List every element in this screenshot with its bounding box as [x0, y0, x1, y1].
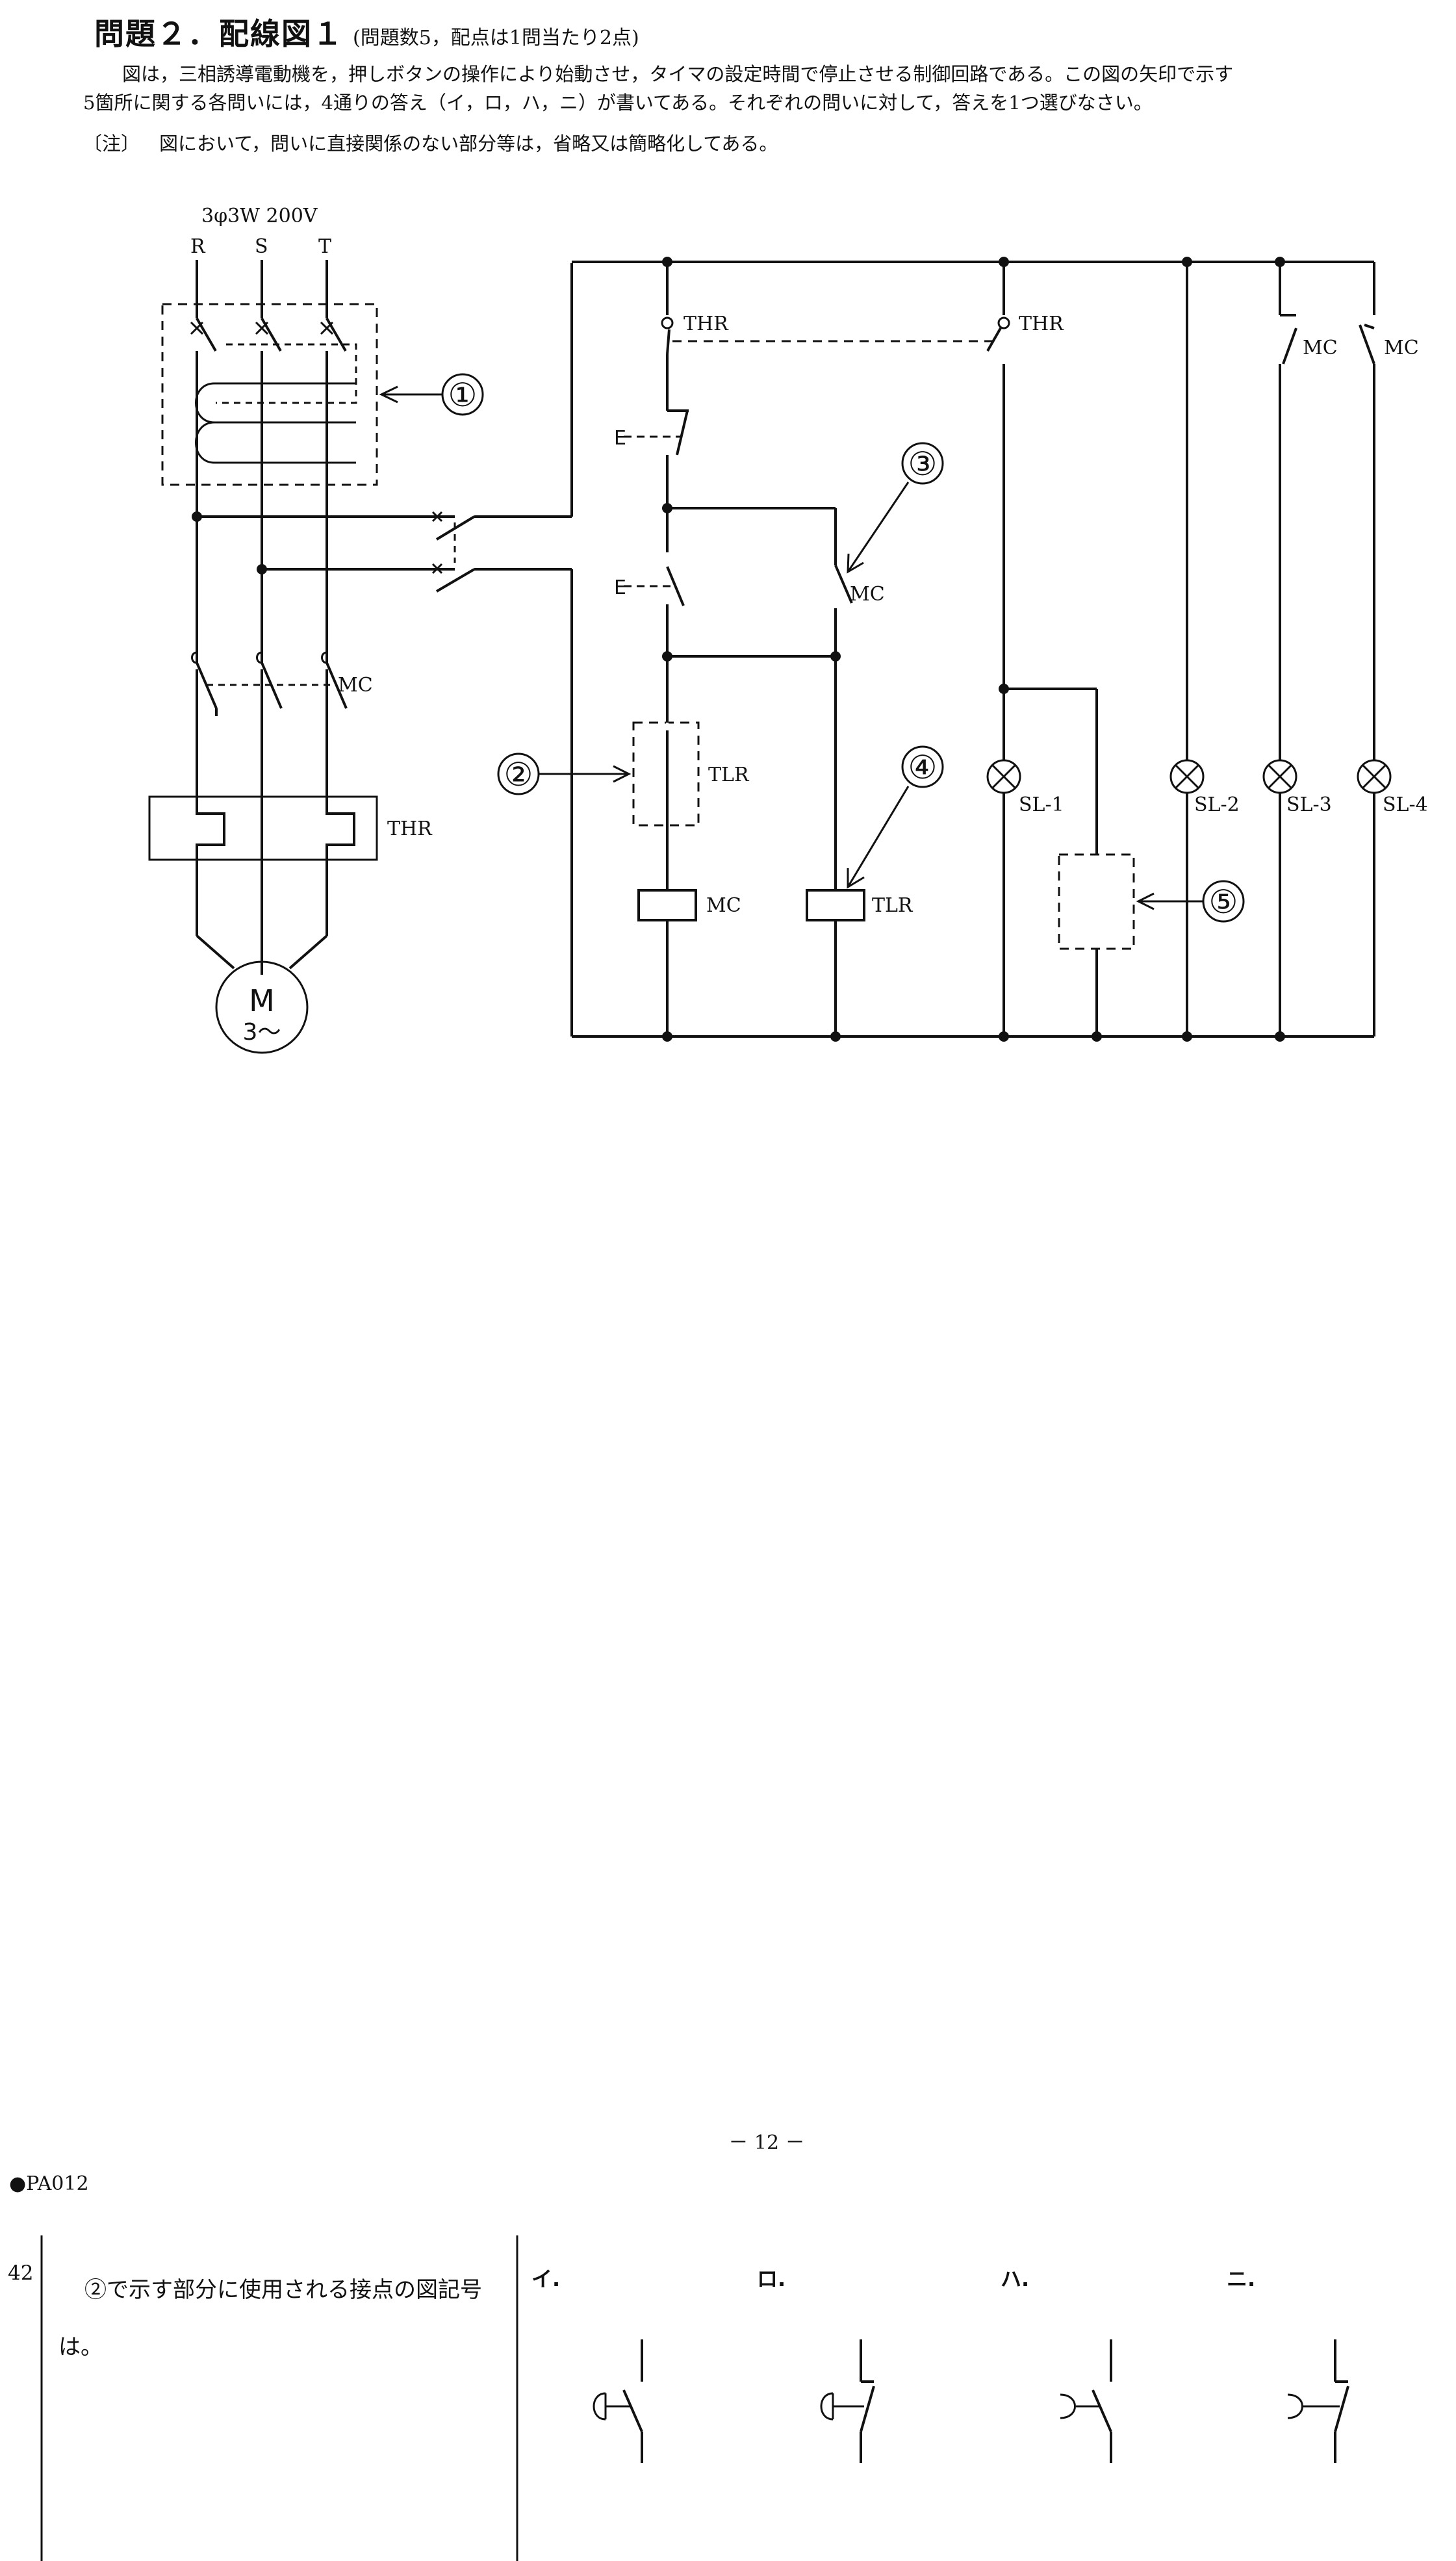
arrow-5 — [1136, 892, 1203, 910]
sl-3-label: SL-3 — [1286, 793, 1332, 816]
option-ni-symbol[interactable] — [1287, 2339, 1349, 2463]
marker-3-circle — [901, 442, 944, 485]
marker-4: ④ — [908, 749, 938, 786]
arrow-4 — [847, 786, 910, 889]
tlr-label-coil: TLR — [872, 894, 913, 917]
note-label: 〔注〕 — [83, 133, 140, 155]
title-subtitle: (問題数5，配点は1問当たり2点) — [353, 27, 639, 49]
lamp-sl-4 — [1357, 759, 1392, 794]
marker-5-circle — [1202, 880, 1245, 923]
page-number: － 12 － — [728, 2131, 805, 2154]
note-text: 図において，問いに直接関係のない部分等は，省略又は簡略化してある。 — [159, 133, 778, 155]
question-table — [40, 2235, 518, 2561]
sl-4-label: SL-4 — [1383, 793, 1428, 816]
option-i-label[interactable]: イ. — [531, 2267, 561, 2291]
mc-label-aux-1: MC — [1303, 337, 1338, 359]
option-ha-label[interactable]: ハ. — [1001, 2267, 1030, 2291]
mc-label-selfhold: MC — [850, 583, 885, 606]
arrow-2 — [539, 765, 632, 783]
tlr-coil — [806, 889, 865, 921]
marker-4-circle — [901, 745, 944, 788]
marker-2: ② — [504, 756, 533, 793]
main-circuit-wires — [196, 260, 347, 799]
marker-1-circle — [441, 373, 484, 416]
question-number: 42 — [8, 2261, 34, 2285]
motor-symbol: M — [249, 983, 275, 1018]
mc-label-aux-2: MC — [1384, 337, 1419, 359]
junction — [830, 651, 841, 662]
marker-5: ⑤ — [1209, 883, 1238, 921]
phase-r-label: R — [190, 235, 206, 258]
marker-5-dashed-box — [1058, 853, 1135, 950]
wiring-diagram: 3φ3W 200V R S T ① — [148, 205, 1428, 1054]
thr-heaters — [196, 797, 355, 975]
phase-s-label: S — [255, 235, 268, 258]
control-branch-5 — [1279, 262, 1297, 1036]
option-i-symbol[interactable] — [593, 2339, 643, 2463]
mc-main-contacts — [191, 651, 348, 716]
arrow-1 — [379, 385, 442, 404]
option-ha-symbol[interactable] — [1060, 2339, 1112, 2463]
option-ro-label[interactable]: ロ. — [757, 2267, 786, 2291]
title-main: 問題２．配線図１ — [94, 16, 344, 51]
option-ro-symbol[interactable] — [820, 2339, 875, 2463]
control-branch-1 — [624, 262, 689, 1036]
exam-code: ●PA012 — [9, 2172, 89, 2195]
motor-circle — [215, 960, 309, 1054]
control-branch-6 — [1359, 262, 1375, 1036]
phase-t-label: T — [318, 235, 331, 258]
answer-symbols — [593, 2339, 1349, 2463]
thr-label-nc: THR — [683, 313, 729, 335]
sl-2-label: SL-2 — [1194, 793, 1240, 816]
breaker-dashed-box — [161, 303, 378, 486]
control-branch-3 — [986, 262, 1098, 1036]
lamp-sl-1 — [986, 759, 1021, 794]
thr-label-no: THR — [1019, 313, 1064, 335]
question-text: ②で示す部分に使用される接点の図記号は。 — [58, 2277, 482, 2360]
marker-3: ③ — [908, 445, 938, 483]
rail-junctions — [662, 257, 1285, 1042]
e-label-start: E — [614, 576, 626, 599]
marker-2-circle — [497, 753, 540, 795]
marker-1: ① — [448, 376, 478, 414]
control-rails — [572, 261, 1374, 1038]
note: 〔注〕図において，問いに直接関係のない部分等は，省略又は簡略化してある。 — [83, 129, 778, 156]
intro-line-2: 5箇所に関する各問いには，4通りの答え（イ，ロ，ハ，ニ）が書いてある。それぞれの… — [83, 92, 1153, 114]
tlr-label-contact: TLR — [708, 764, 750, 786]
page-title: 問題２．配線図１ (問題数5，配点は1問当たり2点) — [94, 10, 639, 53]
intro-paragraph: 図は，三相誘導電動機を，押しボタンの操作により始動させ，タイマの設定時間で停止さ… — [83, 60, 1454, 117]
junction — [999, 684, 1009, 694]
breaker-x-marks — [190, 321, 334, 335]
intro-line-1: 図は，三相誘導電動機を，押しボタンの操作により始動させ，タイマの設定時間で停止さ… — [122, 63, 1234, 85]
supply-label: 3φ3W 200V — [201, 205, 318, 227]
arrow-3 — [847, 482, 910, 574]
control-branch-2 — [667, 507, 853, 1036]
mc-coil — [637, 889, 697, 921]
mc-label-coil: MC — [706, 894, 741, 917]
lamp-sl-2 — [1169, 759, 1205, 794]
motor-phase: 3～ — [243, 1019, 281, 1046]
mc-label-main: MC — [338, 674, 373, 697]
lamp-sl-3 — [1262, 759, 1297, 794]
control-breaker — [431, 263, 573, 1036]
e-label-stop: E — [614, 427, 626, 450]
option-ni-label[interactable]: ニ. — [1227, 2267, 1256, 2291]
sl-1-label: SL-1 — [1019, 793, 1064, 816]
breaker-trip-coils — [195, 343, 357, 464]
thr-label-main: THR — [387, 817, 433, 840]
